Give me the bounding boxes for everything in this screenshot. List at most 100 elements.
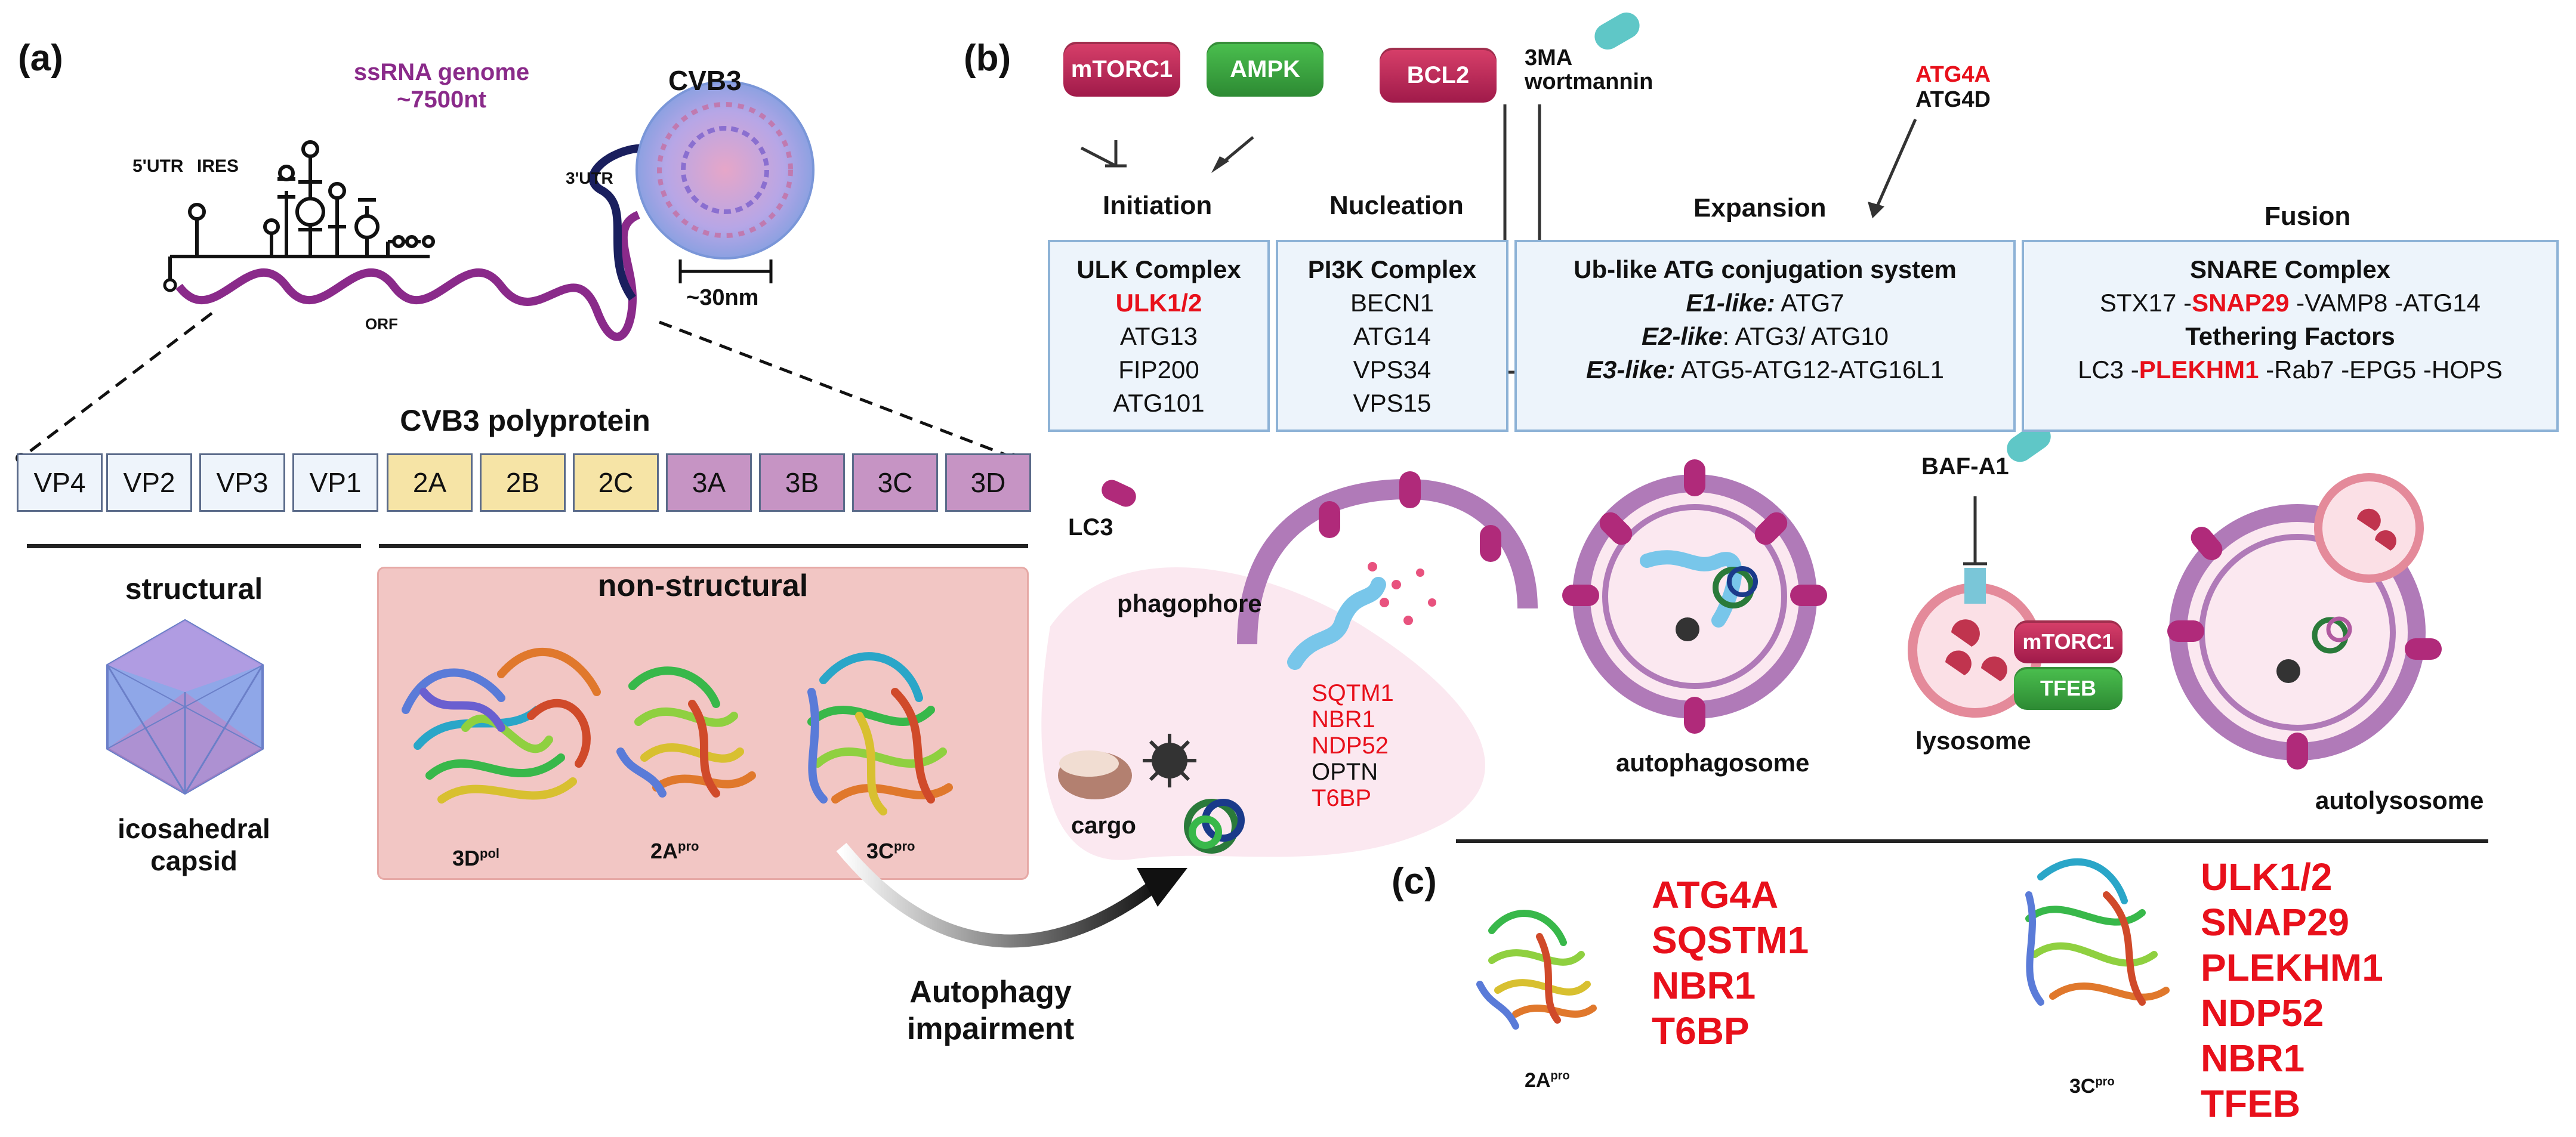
receptor-t6bp: T6BP	[1312, 785, 1372, 811]
ubl-e3-label: E3-like:	[1586, 356, 1676, 384]
genome-diagram	[16, 81, 1014, 464]
panel-label-b: (b)	[964, 38, 1011, 79]
ubl-e3-value: ATG5-ATG12-ATG16L1	[1675, 356, 1944, 384]
pi3k-item-vps15: VPS15	[1353, 389, 1432, 417]
cargo-label: cargo	[1071, 812, 1136, 839]
panel-c-2apro-label: 2Apro	[1525, 1069, 1570, 1092]
tether-title: Tethering Factors	[2185, 322, 2395, 350]
segment-vp2: VP2	[106, 453, 192, 512]
protein-3dpol-image	[402, 647, 601, 804]
panel-c-3cpro-base: 3C	[2069, 1075, 2096, 1098]
capsid-caption-line2: capsid	[150, 845, 237, 876]
panel-c-3cpro-image	[2025, 858, 2170, 1006]
target-3c-ndp52: NDP52	[2201, 991, 2324, 1034]
phagophore-label: phagophore	[1117, 589, 1262, 617]
stage-expansion: Expansion	[1693, 193, 1827, 223]
autolysosome-label: autolysosome	[2315, 786, 2484, 814]
stage-initiation: Initiation	[1103, 191, 1213, 220]
utr3-label: 3'UTR	[566, 169, 613, 187]
segment-2b: 2B	[480, 453, 566, 512]
icosahedral-capsid-image	[106, 619, 264, 795]
ulk-complex-box: ULK Complex ULK1/2 ATG13 FIP200 ATG101	[1048, 240, 1270, 432]
protein-3dpol-base: 3D	[452, 846, 480, 870]
ubl-e2-label: E2-like	[1642, 322, 1723, 350]
3ma-capsule-icon	[1594, 13, 1640, 50]
ubl-e2-value: : ATG3/ ATG10	[1722, 322, 1889, 350]
target-2a-nbr1: NBR1	[1652, 964, 1756, 1007]
capsid-caption: icosahedral capsid	[27, 812, 361, 877]
impairment-line1: Autophagy	[909, 975, 1072, 1009]
target-3c-nbr1: NBR1	[2201, 1037, 2305, 1080]
genome-title-line1: ssRNA genome	[353, 59, 530, 85]
autophagosome-label: autophagosome	[1616, 749, 1810, 777]
lysosome-mtorc1-pill: mTORC1	[2014, 620, 2122, 663]
genome-title-line2: ~7500nt	[396, 86, 487, 113]
lc3-label: LC3	[1068, 514, 1113, 540]
ulk-item-ulk12: ULK1/2	[1115, 289, 1202, 317]
bcl2-pill: BCL2	[1380, 48, 1497, 103]
nonstructural-divider	[379, 544, 1028, 548]
ulk-item-fip200: FIP200	[1118, 356, 1199, 384]
segment-vp3: VP3	[199, 453, 285, 512]
target-3c-ulk12: ULK1/2	[2201, 855, 2333, 898]
protein-2apro-label: 2Apro	[650, 839, 699, 864]
ubl-e1-value: ATG7	[1775, 289, 1844, 317]
polyprotein-title: CVB3 polyprotein	[400, 404, 650, 437]
segment-3a: 3A	[666, 453, 752, 512]
targets-2a-list: ATG4A SQSTM1 NBR1 T6BP	[1652, 872, 1809, 1053]
atg4a-label: ATG4A	[1915, 62, 1991, 87]
panel-c-2apro-base: 2A	[1525, 1069, 1551, 1092]
phagophore-dots	[1368, 562, 1436, 625]
receptor-nbr1: NBR1	[1312, 706, 1375, 733]
baf-capsule-icon	[2007, 423, 2051, 462]
target-3c-plekhm1: PLEKHM1	[2201, 946, 2383, 989]
utr5-label: 5'UTR	[132, 156, 184, 176]
stage-fusion: Fusion	[2265, 202, 2351, 231]
target-3c-tfeb: TFEB	[2201, 1082, 2301, 1125]
nonstructural-label: non-structural	[597, 568, 809, 603]
segment-3d: 3D	[945, 453, 1031, 512]
snare-title: SNARE Complex	[2189, 255, 2391, 283]
lc3-molecule	[1102, 480, 1136, 507]
impairment-line2: impairment	[906, 1012, 1075, 1046]
snare-members: STX17 -SNAP29 -VAMP8 -ATG14	[2024, 286, 2556, 320]
impairment-arrow	[836, 842, 1162, 948]
pi3k-item-atg14: ATG14	[1353, 322, 1431, 350]
segment-2c: 2C	[573, 453, 659, 512]
cargo-protein	[1184, 799, 1245, 854]
protein-2apro-base: 2A	[650, 839, 678, 863]
receptor-sqtm1: SQTM1	[1312, 680, 1394, 706]
panel-c-2apro-sup: pro	[1550, 1069, 1570, 1083]
segment-2a: 2A	[387, 453, 473, 512]
target-2a-atg4a: ATG4A	[1652, 873, 1779, 916]
protein-structures	[402, 647, 953, 815]
inhibitor-3ma: 3MA	[1525, 45, 1573, 70]
tether-part-a: LC3 -	[2078, 356, 2139, 384]
ubl-row-e1: E1-like: ATG7	[1517, 286, 2013, 320]
receptor-optn: OPTN	[1312, 759, 1378, 785]
protein-2apro-image	[616, 666, 756, 798]
genome-title: ssRNA genome ~7500nt	[316, 58, 567, 113]
orf-label: ORF	[365, 315, 398, 333]
capsid-caption-line1: icosahedral	[118, 813, 270, 844]
protein-3cpro-base: 3C	[866, 839, 894, 863]
cytoplasm-blob	[1041, 567, 1485, 860]
mtorc1-pill: mTORC1	[1063, 42, 1180, 97]
ampk-pill: AMPK	[1207, 42, 1324, 97]
segment-3b: 3B	[759, 453, 845, 512]
ulk-title: ULK Complex	[1076, 255, 1241, 283]
pi3k-complex-box: PI3K Complex BECN1 ATG14 VPS34 VPS15	[1276, 240, 1508, 432]
fusion-box: SNARE Complex STX17 -SNAP29 -VAMP8 -ATG1…	[2022, 240, 2559, 432]
tether-members: LC3 -PLEKHM1 -Rab7 -EPG5 -HOPS	[2024, 353, 2556, 387]
orf-wave	[175, 211, 641, 341]
lysosome-tfeb-pill: TFEB	[2014, 667, 2122, 710]
snare-part-a: STX17 -	[2100, 289, 2192, 317]
protein-3cpro-label: 3Cpro	[866, 839, 915, 864]
receptor-ndp52: NDP52	[1312, 733, 1389, 759]
ires-label: IRES	[197, 156, 239, 176]
snare-part-red: SNAP29	[2192, 289, 2290, 317]
target-2a-t6bp: T6BP	[1652, 1009, 1750, 1052]
virus-size: ~30nm	[686, 285, 759, 310]
panel-c-3cpro-sup: pro	[2095, 1075, 2115, 1089]
